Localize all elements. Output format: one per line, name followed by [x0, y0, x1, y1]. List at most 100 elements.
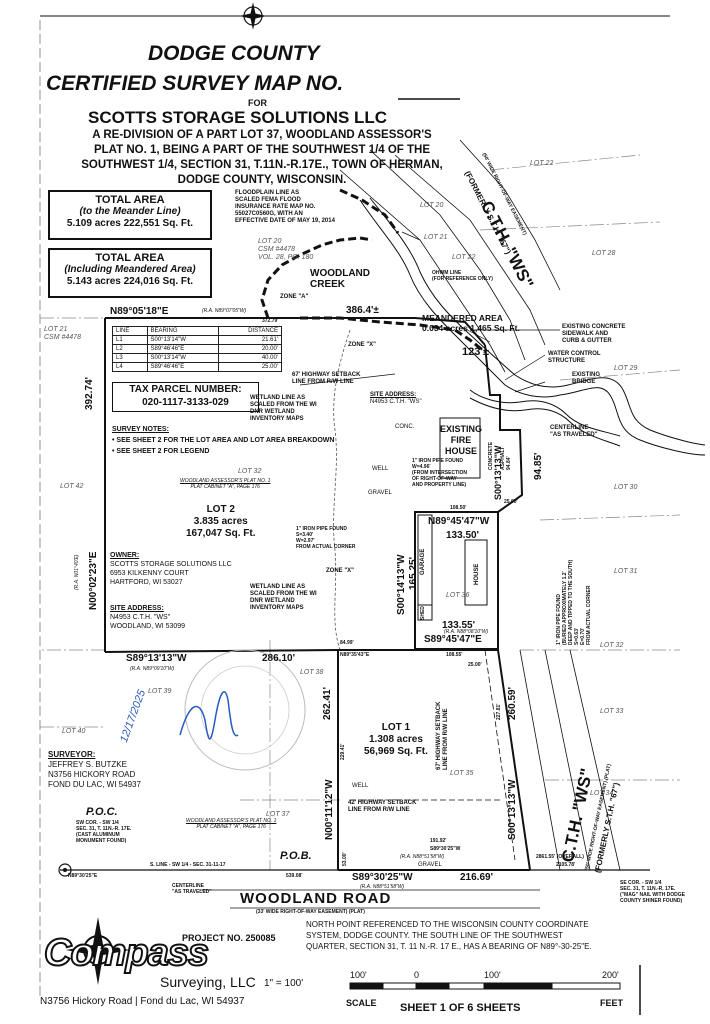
north-total: 372.79': [262, 318, 279, 324]
s-line-label: S. LINE - SW 1/4 - SEC. 31-11-17: [150, 862, 226, 868]
west-distance: 392.74': [84, 377, 95, 410]
dim-227-81: 227.81': [496, 703, 502, 720]
south-record: (R.A. N88°51'58"W): [360, 884, 405, 890]
dim-539-08: 539.08': [286, 873, 303, 879]
poc-label: P.O.C.: [86, 806, 118, 818]
lot-label: LOT 35: [450, 770, 474, 777]
total-area-meandered-box: TOTAL AREA (Including Meandered Area) 5.…: [48, 248, 212, 298]
owner-block: OWNER: SCOTTS STORAGE SOLUTIONS LLC 6953…: [110, 552, 232, 586]
lot-label: LOT 29: [614, 365, 638, 372]
dim-94-85: 94.85': [533, 452, 544, 480]
dim-overall: 2861.55' (OVERALL): [536, 854, 584, 860]
note-item: SEE SHEET 2 FOR LEGEND: [116, 448, 210, 455]
lot-label: LOT 28: [592, 250, 616, 257]
desc-line: PLAT NO. 1, BEING A PART OF THE SOUTHWES…: [93, 144, 431, 156]
gravel-label: GRAVEL: [418, 862, 442, 868]
house-bottom-distance: 133.55': [442, 620, 475, 631]
north-bearing: N89°05'18"E: [110, 306, 169, 317]
scale-tick: 100': [484, 970, 501, 980]
west-record: (R.A. N01°40'E): [74, 554, 80, 590]
north-record: (R.A. N89°07'05"W): [202, 308, 247, 314]
dim-108-55: 108.55': [446, 652, 463, 658]
lot-label: LOT 37: [266, 811, 290, 818]
dim-s00-14: S00°14'13"W: [396, 554, 407, 615]
dim-191-92: 191.92': [430, 838, 447, 844]
dim-25-00: 25.00': [468, 662, 482, 668]
survey-notes: SURVEY NOTES: • SEE SHEET 2 FOR THE LOT …: [112, 426, 335, 455]
house-bottom-bearing: S89°45'47"E: [424, 634, 482, 645]
pob-label: P.O.B.: [280, 850, 312, 862]
surveyor-block: SURVEYOR: JEFFREY S. BUTZKE N3756 HICKOR…: [48, 750, 141, 789]
dim-262-41: 262.41': [322, 687, 333, 720]
company-address: N3756 Hickory Road | Fond du Lac, WI 549…: [40, 996, 245, 1007]
dim-n89-35: N89°35'43"E: [340, 652, 370, 658]
centerline-traveled-2: CENTERLINE"AS TRAVELED": [172, 883, 212, 895]
company-logo: Compass: [43, 931, 210, 975]
feet-label: FEET: [600, 998, 624, 1008]
house-bottom-record: (R.A. N88°08'10"W): [444, 629, 489, 635]
note-item: SEE SHEET 2 FOR THE LOT AREA AND LOT ARE…: [116, 437, 335, 444]
zone-x-label: ZONE "X": [348, 342, 377, 348]
mid-record: (R.A. N89°09'10"W): [130, 666, 175, 672]
dim-n00-11: N00°11'12"W: [324, 779, 335, 840]
lot-label: LOT 22: [452, 254, 476, 261]
desc-line: DODGE COUNTY, WISCONSIN.: [177, 174, 347, 186]
plat-description: A RE-DIVISION OF A PART LOT 37, WOODLAND…: [52, 128, 472, 188]
dim-r-n88-51: (R.A. N88°51'58"W): [400, 854, 445, 860]
house-label: HOUSE: [474, 563, 480, 585]
site-address-small: SITE ADDRESS: N4953 C.T.H. "WS": [370, 392, 422, 405]
conc-label: CONC.: [395, 424, 415, 430]
tax-parcel-box: TAX PARCEL NUMBER: 020-1117-3133-029: [112, 382, 259, 412]
dim-123: 123'±: [462, 346, 490, 358]
dim-25-00: 25.00': [504, 499, 518, 505]
scale-label: SCALE: [346, 998, 377, 1008]
lot-label: LOT 39: [148, 688, 172, 695]
dim-108-50: 108.50': [450, 505, 467, 511]
lot-label: LOT 32: [600, 642, 624, 649]
house-top-bearing: N89°45'47"W: [428, 516, 490, 527]
zone-x-label: ZONE "X": [326, 568, 355, 574]
owner-title: SCOTTS STORAGE SOLUTIONS LLC: [88, 108, 388, 127]
scale-tick: 200': [602, 970, 619, 980]
site-address-block: SITE ADDRESS: N4953 C.T.H. "WS" WOODLAND…: [110, 605, 186, 630]
west-bearing: N00°02'23"E: [88, 551, 99, 610]
lot-label: LOT 22: [530, 160, 554, 167]
dim-229-41: 229.41': [340, 743, 346, 760]
well-label: WELL: [372, 466, 389, 472]
dim-53-00: 53.00': [342, 852, 348, 866]
scale-tick: 0: [414, 970, 420, 980]
woodland-plat-bottom: WOODLAND ASSESSOR'S PLAT NO. 1 PLAT CABI…: [186, 818, 277, 830]
north-distance: 386.4'±: [346, 305, 379, 316]
ohwm-note: OHWM LINE(FOR REFERENCE ONLY): [432, 270, 493, 282]
lot-label: LOT 30: [614, 484, 638, 491]
lot-label: LOT 21: [424, 234, 448, 241]
map-title: CERTIFIED SURVEY MAP NO.: [46, 72, 344, 95]
lot-label: LOT 42: [60, 483, 84, 490]
lot-label: LOT 34: [590, 790, 614, 797]
scale-bar: [349, 982, 621, 990]
south-bearing: S89°30'25"W: [352, 872, 413, 883]
total-area-meander-box: TOTAL AREA (to the Meander Line) 5.109 a…: [48, 190, 212, 240]
sheet-number: SHEET 1 OF 6 SHEETS: [400, 1002, 521, 1014]
dim-n89-30: N89°30'25"E: [68, 873, 98, 879]
dim-s00-13b: S00°13'13"W: [507, 779, 518, 840]
scale-tick: 100': [350, 970, 367, 980]
dim-s00-13: S00°13'13"W: [493, 445, 503, 500]
lot-label: LOT 38: [300, 669, 324, 676]
north-point-note: NORTH POINT REFERENCED TO THE WISCONSIN …: [306, 920, 592, 951]
project-number: PROJECT NO. 250085: [182, 933, 276, 943]
county-title: DODGE COUNTY: [148, 42, 320, 65]
